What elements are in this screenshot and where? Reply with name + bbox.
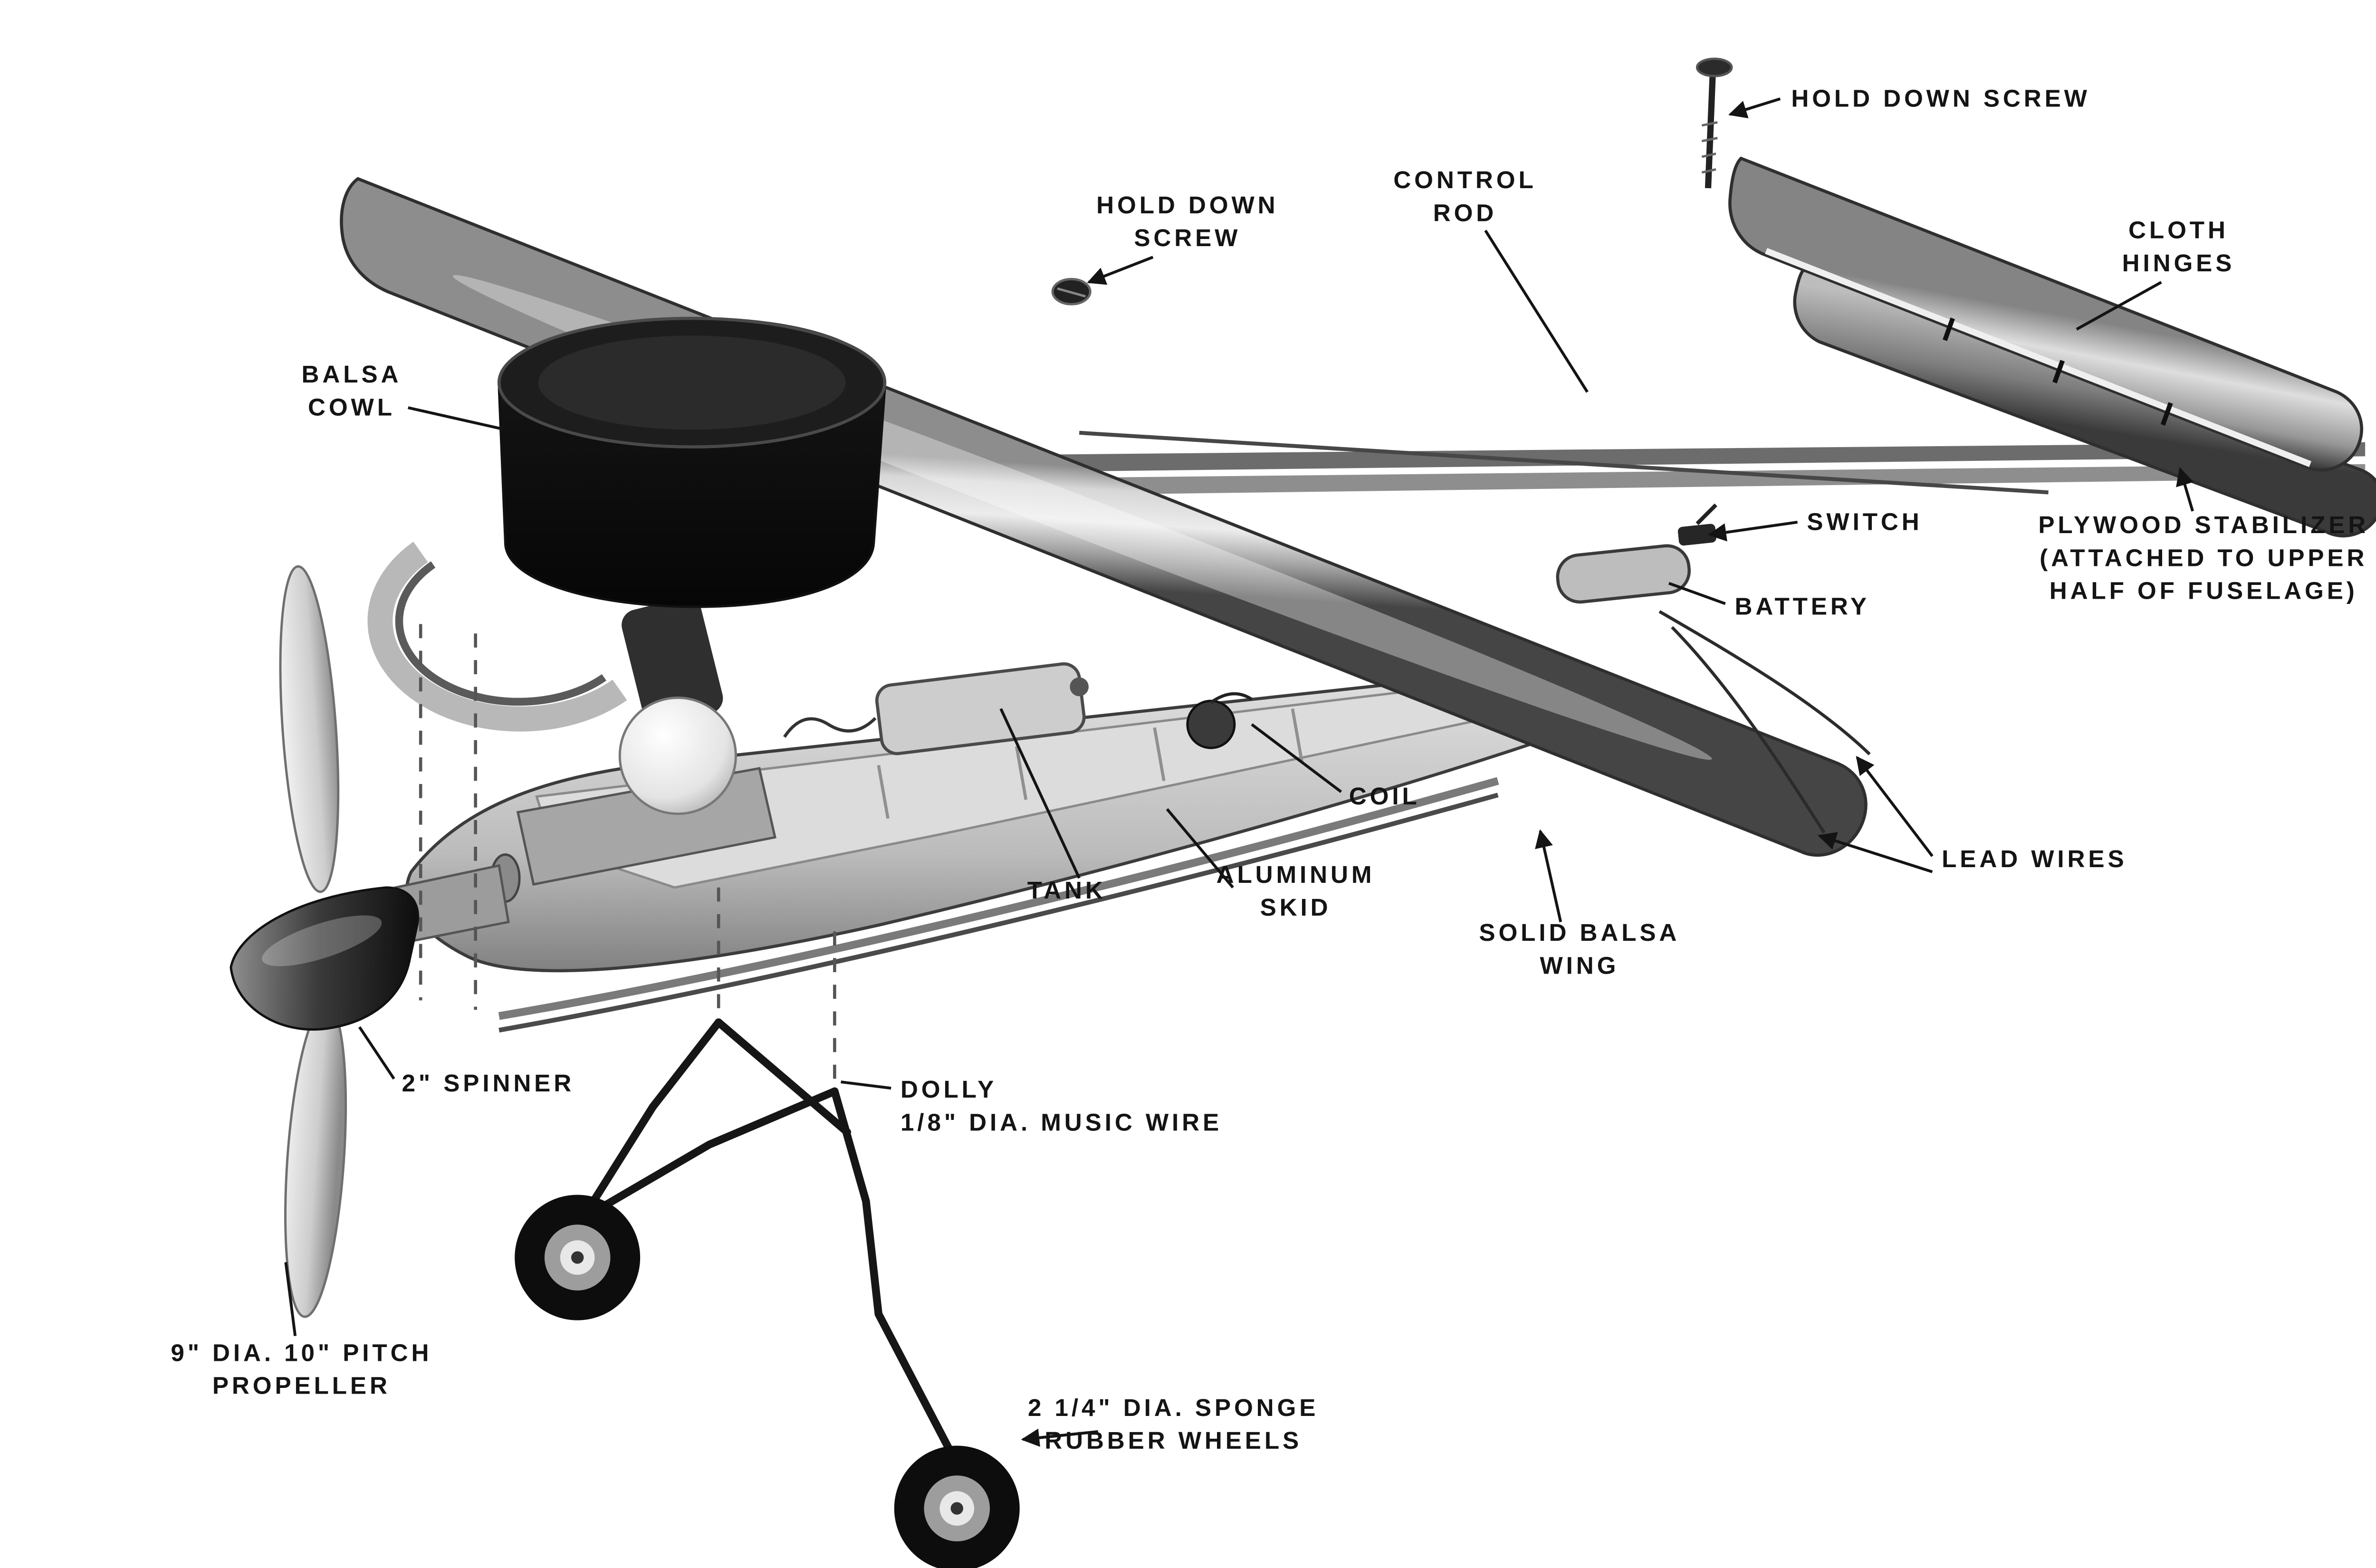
label-lead-wires: LEAD WIRES <box>1942 845 2127 872</box>
propeller-blade-upper <box>279 565 340 893</box>
leader-hold-down-screw-top <box>1728 97 1781 118</box>
label-switch: SWITCH <box>1807 508 1922 535</box>
lead-wires-part <box>1658 610 1871 834</box>
aluminum-skid-part <box>498 777 1499 1020</box>
label-tank: TANK <box>1027 877 1106 904</box>
engine-cylinder <box>622 597 723 726</box>
tail-rail-upper <box>1027 442 2366 472</box>
balsa-cowl-part <box>367 316 887 732</box>
aluminum-skid-edge <box>498 793 1499 1033</box>
leader-aluminum-skid <box>1166 808 1234 889</box>
label-hold-down-screw-top: HOLD DOWN SCREW <box>1791 85 2090 112</box>
elevator-panel <box>1793 265 2376 538</box>
fuselage-lower-half <box>394 503 1717 1033</box>
hold-down-screw-left-part <box>1051 277 1092 306</box>
switch-lever <box>1696 503 1717 526</box>
stabilizer-panel <box>1728 156 2364 472</box>
leader-hold-down-screw-left <box>1087 256 1154 285</box>
dolly-wire-frame <box>580 1018 955 1456</box>
label-coil: COIL <box>1349 783 1420 810</box>
leader-sponge-rubber-wheels <box>1021 1428 1099 1447</box>
stabilizer-assembly <box>1728 156 2376 538</box>
switch-part <box>1677 524 1716 546</box>
fuselage-bulkheads <box>877 708 1303 819</box>
fuel-tank <box>875 662 1086 755</box>
fuel-line <box>783 717 877 738</box>
leader-spinner <box>358 1026 395 1080</box>
label-battery: BATTERY <box>1735 593 1870 620</box>
engine-crankcase <box>618 697 737 815</box>
leader-lead-wires <box>1818 832 1933 873</box>
leader-dolly-music-wire <box>841 1080 891 1090</box>
label-spinner: 2" SPINNER <box>402 1070 575 1097</box>
hinge-gap <box>1765 248 2312 467</box>
leader-plywood-stabilizer <box>2176 467 2194 512</box>
ignition-coil <box>1186 699 1236 749</box>
tail-rail-lower <box>1027 464 2366 496</box>
construction-lines <box>419 624 836 1091</box>
leader-propeller <box>284 1262 297 1336</box>
rear-wheel <box>894 1445 1020 1568</box>
spinner-highlight <box>262 915 382 966</box>
cowl-front-ring-inner <box>395 561 606 706</box>
leader-battery <box>1668 582 1726 605</box>
cloth-hinges-part <box>1943 317 2173 426</box>
battery-part <box>1556 544 1691 604</box>
propeller-assembly <box>230 565 420 1318</box>
leader-coil <box>1251 723 1342 793</box>
leader-solid-balsa-wing <box>1535 829 1562 923</box>
leader-balsa-cowl <box>408 406 506 431</box>
tank-filler-cap <box>1070 677 1089 697</box>
cowl-top-sheen <box>538 335 846 430</box>
leader-tank <box>999 708 1081 879</box>
control-rod-wire <box>1079 430 2049 495</box>
front-wheel <box>515 1195 641 1320</box>
hold-down-screw-top-part <box>1696 57 1733 189</box>
spinner-part <box>230 886 420 1031</box>
leader-control-rod <box>1484 229 1589 393</box>
leader-switch <box>1707 520 1798 542</box>
leader-cloth-hinges <box>2076 281 2162 331</box>
leader-lead-wires <box>1856 755 1934 857</box>
coil-wire <box>1210 692 1253 704</box>
fuselage-tail-rails <box>1027 430 2366 496</box>
